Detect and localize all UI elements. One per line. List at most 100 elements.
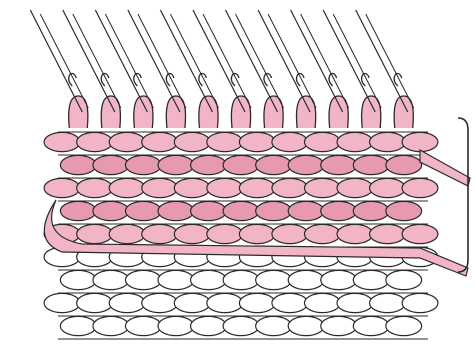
needle — [128, 10, 180, 112]
stitch — [239, 293, 275, 312]
stitch — [304, 224, 340, 243]
stitch — [125, 201, 161, 220]
stitch — [77, 178, 113, 197]
stitch — [386, 155, 422, 174]
needle-edge — [105, 14, 153, 108]
needle-edge — [170, 14, 218, 108]
stitch — [191, 201, 227, 220]
stitch — [353, 316, 389, 335]
stitch — [223, 201, 259, 220]
pink-row — [60, 201, 421, 220]
stitch — [223, 316, 259, 335]
stitch — [60, 270, 96, 289]
pink-row — [44, 224, 438, 243]
stitch — [109, 178, 145, 197]
stitch — [60, 201, 96, 220]
needle-hook — [329, 74, 337, 87]
stitch — [142, 178, 178, 197]
needle-edge — [236, 14, 284, 108]
stitch — [174, 224, 210, 243]
pink-row — [44, 132, 438, 151]
needle — [30, 10, 82, 112]
stitch — [109, 224, 145, 243]
stitch — [158, 270, 194, 289]
needle — [193, 10, 245, 112]
stitch — [125, 155, 161, 174]
stitch — [288, 270, 324, 289]
stitch — [223, 155, 259, 174]
needle — [95, 10, 147, 112]
stitch — [60, 155, 96, 174]
stitch — [370, 293, 406, 312]
stitch — [207, 293, 243, 312]
stitch — [304, 132, 340, 151]
stitch — [353, 155, 389, 174]
needle-hook — [264, 74, 272, 87]
needle-hook — [101, 74, 109, 87]
stitch — [337, 132, 373, 151]
needle — [160, 10, 212, 112]
stitch — [272, 224, 308, 243]
stitch — [337, 178, 373, 197]
stitch — [321, 316, 357, 335]
stitch — [256, 316, 292, 335]
stitch — [93, 155, 129, 174]
needle-edge — [203, 14, 251, 108]
stitch — [402, 132, 438, 151]
stitch — [174, 178, 210, 197]
stitch — [288, 201, 324, 220]
stitch — [142, 132, 178, 151]
needle-edge — [268, 14, 316, 108]
stitch — [321, 270, 357, 289]
stitch — [256, 155, 292, 174]
stitch — [353, 270, 389, 289]
stitch — [288, 316, 324, 335]
needle-edge — [73, 14, 121, 108]
stitch — [142, 224, 178, 243]
stitch — [207, 178, 243, 197]
pink-row — [44, 178, 438, 197]
stitch — [207, 224, 243, 243]
stitch — [239, 132, 275, 151]
stitch — [370, 132, 406, 151]
stitch — [44, 293, 80, 312]
stitch — [288, 155, 324, 174]
plain-row — [60, 270, 421, 289]
knitting-needles — [30, 10, 413, 112]
stitch — [174, 132, 210, 151]
stitch — [191, 270, 227, 289]
needle-hook — [199, 74, 207, 87]
stitch — [386, 270, 422, 289]
stitch — [77, 293, 113, 312]
stitch — [93, 316, 129, 335]
needle — [63, 10, 115, 112]
needle-hook — [69, 74, 77, 87]
stitch — [142, 293, 178, 312]
stitch — [337, 293, 373, 312]
stitch — [93, 270, 129, 289]
stitch — [158, 155, 194, 174]
stitch — [109, 293, 145, 312]
needle-edge — [138, 14, 186, 108]
plain-stitch-rows — [44, 247, 438, 335]
stitch — [402, 224, 438, 243]
stitch — [304, 178, 340, 197]
stitch — [337, 224, 373, 243]
stitch — [386, 201, 422, 220]
bracket-mark — [458, 118, 468, 272]
needle — [356, 10, 408, 112]
needle-hook — [394, 74, 402, 87]
stitch — [353, 201, 389, 220]
needle — [323, 10, 375, 112]
stitch — [223, 270, 259, 289]
stitch — [386, 316, 422, 335]
stitch — [272, 178, 308, 197]
stitch — [402, 178, 438, 197]
plain-row — [44, 293, 438, 312]
needle — [291, 10, 343, 112]
stitch — [370, 178, 406, 197]
stitch — [304, 293, 340, 312]
stitch — [93, 201, 129, 220]
stitch — [109, 132, 145, 151]
stitch — [60, 316, 96, 335]
